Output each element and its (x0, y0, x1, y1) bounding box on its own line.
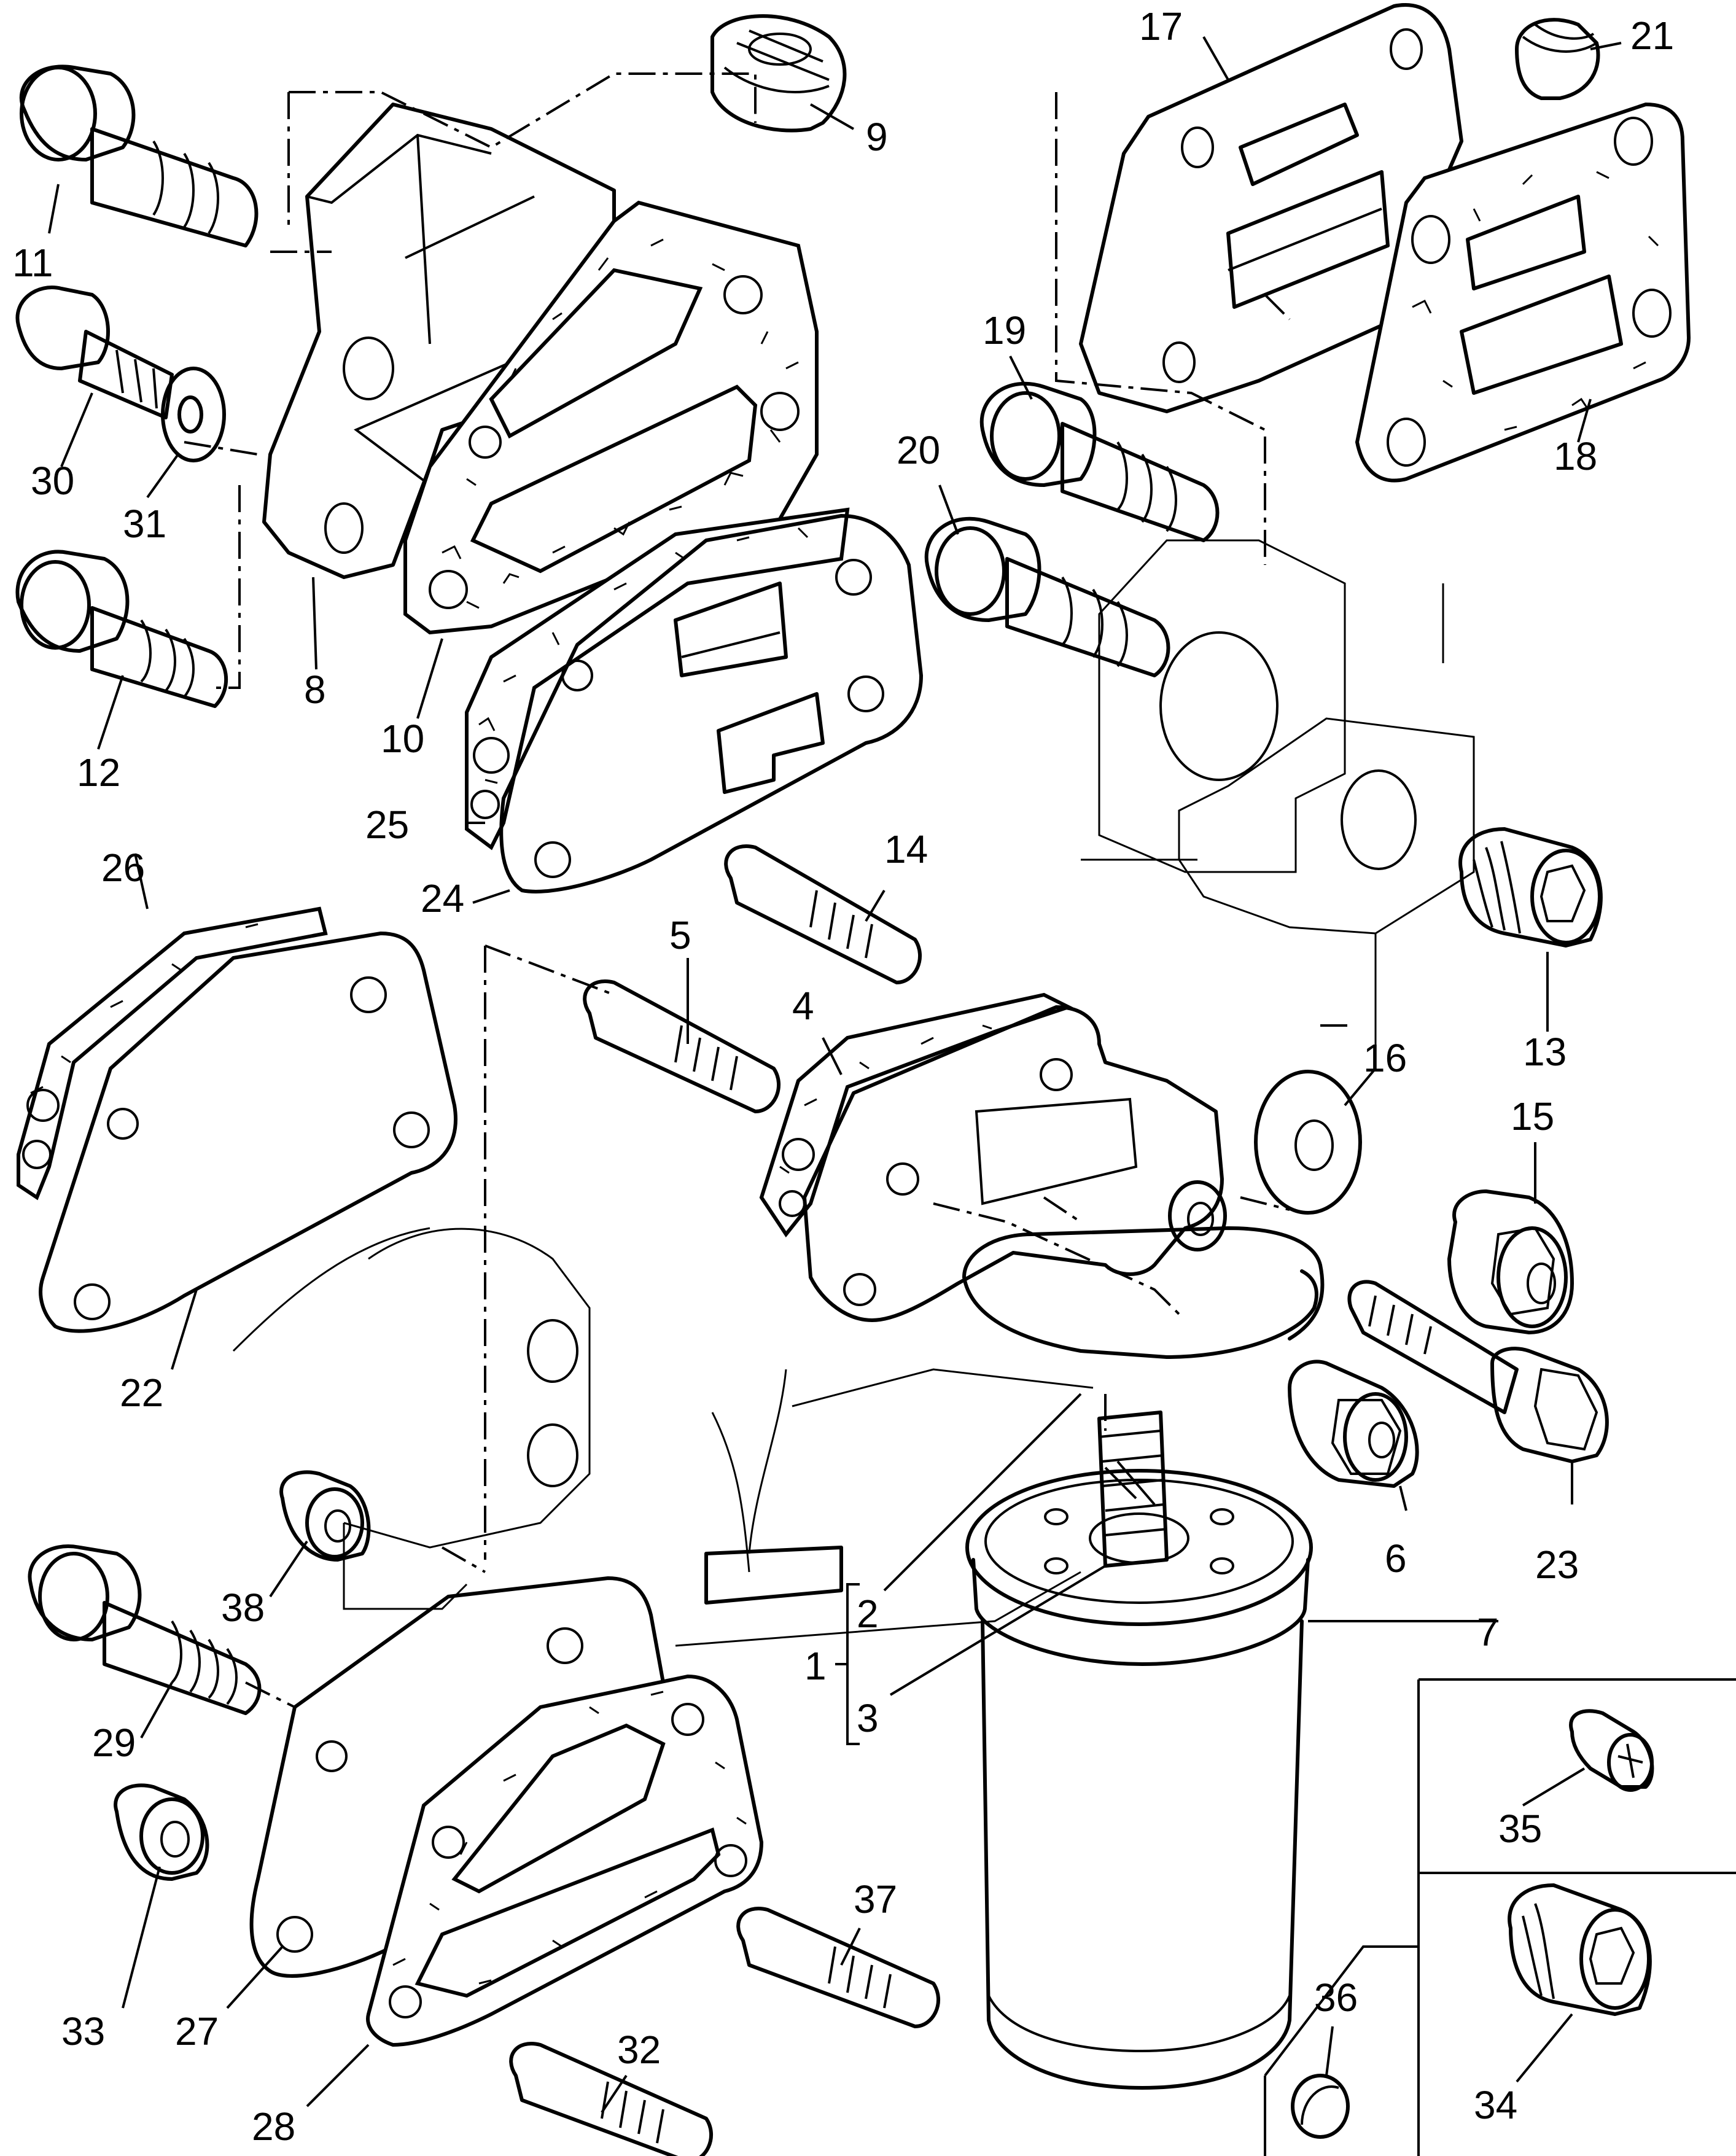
engine-block-outline (232, 539, 1475, 1647)
washer-16 (1254, 1070, 1362, 1215)
part-label-24: 24 (421, 876, 464, 920)
pin-14 (724, 844, 922, 984)
part-label-19: 19 (983, 308, 1026, 352)
plug-33 (114, 1783, 209, 1881)
part-label-30: 30 (31, 459, 74, 503)
part-label-29: 29 (92, 1721, 136, 1765)
leader-lines (48, 36, 1622, 2114)
part-label-1: 1 (804, 1644, 827, 1688)
part-label-36: 36 (1314, 1975, 1358, 2020)
part-label-26: 26 (101, 846, 145, 890)
part-label-18: 18 (1554, 434, 1597, 478)
bolt-19 (979, 381, 1220, 542)
gasket-26 (17, 906, 328, 1201)
plug-21 (1515, 18, 1600, 100)
part-label-11: 11 (12, 241, 53, 285)
part-label-4: 4 (792, 984, 814, 1028)
part-label-6: 6 (1385, 1536, 1407, 1581)
part-label-34: 34 (1474, 2083, 1517, 2127)
part-label-16: 16 (1363, 1036, 1407, 1080)
cap-36 (1291, 2074, 1350, 2139)
gasket-28 (366, 1674, 764, 2047)
part-label-25: 25 (365, 803, 409, 847)
part-labels: 11 30 31 12 8 9 10 17 21 18 19 20 13 25 … (12, 4, 1674, 2149)
assembly-lines (184, 72, 1351, 1708)
bolt-29 (28, 1544, 262, 1715)
pin-32 (509, 2042, 714, 2156)
part-label-2: 2 (857, 1592, 879, 1636)
gasket-25 (465, 507, 850, 850)
grommet-9 (710, 14, 847, 133)
part-label-27: 27 (175, 2009, 219, 2053)
part-label-23: 23 (1535, 1543, 1579, 1587)
oil-filter-7 (965, 1469, 1313, 2090)
part-label-28: 28 (252, 2104, 295, 2149)
cover-plate-22 (39, 932, 457, 1333)
cover-plate-24 (499, 514, 923, 893)
part-label-20: 20 (897, 428, 940, 472)
part-label-7: 7 (1477, 1610, 1499, 1654)
part-label-10: 10 (381, 717, 424, 761)
bolt-30 (15, 286, 174, 419)
part-label-17: 17 (1139, 4, 1183, 49)
nut-15 (1447, 1189, 1574, 1334)
stud-3 (1097, 1411, 1169, 1568)
bolt-12 (15, 550, 228, 708)
part-label-14: 14 (884, 827, 928, 871)
part-label-22: 22 (120, 1371, 163, 1415)
part-label-8: 8 (304, 667, 326, 712)
pin-37 (736, 1907, 941, 2028)
plug-34 (1508, 1883, 1652, 2016)
part-label-9: 9 (866, 115, 888, 159)
part-label-32: 32 (617, 2028, 661, 2072)
plug-38 (279, 1470, 371, 1562)
part-label-37: 37 (854, 1877, 897, 1921)
plug-35 (1569, 1709, 1654, 1792)
inset-box (1264, 1678, 1736, 2156)
nut-6 (1288, 1360, 1419, 1488)
part-label-3: 3 (857, 1696, 879, 1740)
part-label-13: 13 (1523, 1030, 1567, 1074)
gasket-18 (1355, 102, 1691, 483)
gasket-10 (403, 200, 819, 635)
part-label-38: 38 (221, 1586, 265, 1630)
part-label-15: 15 (1511, 1094, 1554, 1138)
part-label-12: 12 (77, 750, 120, 795)
part-label-21: 21 (1630, 14, 1674, 58)
bolt-23 (1347, 1280, 1609, 1463)
filter-head-4 (759, 992, 1325, 1359)
pin-5 (583, 979, 781, 1113)
part-label-5: 5 (669, 913, 691, 957)
part-label-35: 35 (1498, 1807, 1542, 1851)
plug-13 (1458, 827, 1603, 948)
part-label-33: 33 (61, 2009, 105, 2053)
part-label-31: 31 (123, 502, 166, 546)
bolt-20 (924, 516, 1170, 677)
bolt-11 (19, 64, 259, 247)
washer-31 (161, 367, 226, 462)
